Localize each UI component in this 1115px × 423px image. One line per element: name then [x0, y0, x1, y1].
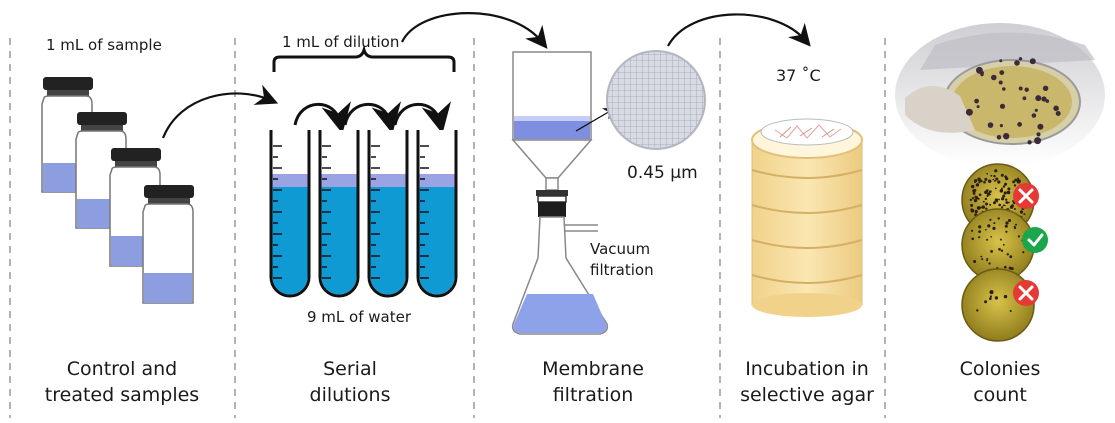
colonies-photo	[895, 23, 1105, 167]
membrane-filter	[606, 50, 706, 150]
stage-title-line1: Membrane	[542, 358, 644, 380]
stage-title-line2: treated samples	[44, 384, 200, 406]
colony-plates	[961, 163, 1048, 342]
accept-icon	[1022, 227, 1048, 253]
stage-separators	[9, 38, 886, 418]
dilution-tube	[367, 130, 409, 298]
stage-title-line2: filtration	[552, 384, 634, 406]
agar-plate-stack	[751, 118, 863, 317]
dilution-tube	[416, 130, 458, 298]
dilution-brace	[272, 44, 456, 72]
vacuum-label-line2: filtration	[590, 261, 654, 279]
stage-title-line1: Control and	[66, 358, 178, 380]
transfer-arrows	[293, 101, 451, 134]
arrow-dilution-to-filtration	[401, 12, 548, 49]
stage-title-line1: Colonies	[959, 358, 1041, 380]
stage-title-line2: dilutions	[309, 384, 391, 406]
arrow-filtration-to-incubation	[667, 13, 811, 47]
stage-title-dilutions: Serial dilutions	[250, 356, 450, 408]
stage-title-line1: Serial	[323, 358, 377, 380]
temperature-label: 37 ˚C	[776, 66, 821, 85]
pore-size-label: 0.45 μm	[627, 163, 698, 183]
stage-title-filtration: Membrane filtration	[493, 356, 693, 408]
stage-title-incubation: Incubation in selective agar	[707, 356, 907, 408]
filtration-apparatus	[511, 51, 617, 335]
dilution-tube	[318, 130, 360, 298]
stage-title-line2: selective agar	[740, 384, 874, 406]
dilution-tube	[269, 130, 311, 298]
reject-icon	[1013, 280, 1039, 306]
stage-title-colonies: Colonies count	[900, 356, 1100, 408]
water-volume-label: 9 mL of water	[307, 308, 412, 326]
dilution-tubes	[269, 130, 458, 298]
colony-plate-2	[961, 208, 1035, 282]
reject-icon	[1013, 183, 1039, 209]
vacuum-label-line1: Vacuum	[590, 240, 651, 258]
stage-title-line2: count	[973, 384, 1027, 406]
dilution-volume-label: 1 mL of dilution	[282, 33, 400, 51]
arrow-vials-to-dilutions	[161, 84, 279, 139]
sample-vials	[41, 77, 194, 304]
stage-title-samples: Control and treated samples	[22, 356, 222, 408]
vial-4	[142, 185, 194, 304]
stage-title-line1: Incubation in	[745, 358, 869, 380]
sample-volume-label: 1 mL of sample	[46, 36, 162, 54]
